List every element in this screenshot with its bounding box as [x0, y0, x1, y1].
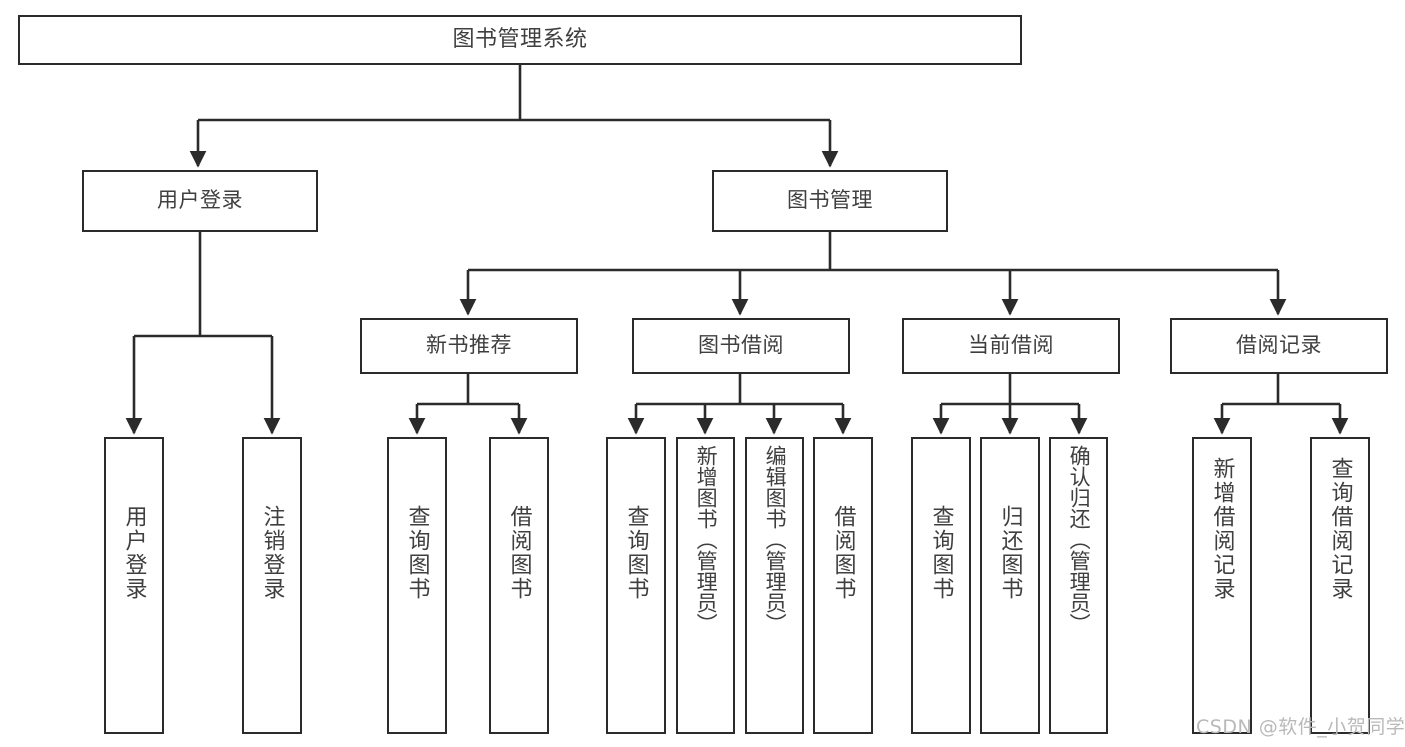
node-leaf-user-login-label: 用户登录: [121, 505, 147, 601]
node-leaf-return-book-label: 归还图书: [997, 505, 1023, 601]
node-leaf-return-book[interactable]: 归还图书: [980, 437, 1040, 734]
node-leaf-query-book-1[interactable]: 查询图书: [387, 437, 447, 734]
node-book-management-label: 图书管理: [787, 188, 873, 213]
node-leaf-query-borrow-record-label: 查询借阅记录: [1327, 457, 1353, 601]
node-leaf-user-login[interactable]: 用户登录: [104, 437, 164, 734]
node-current-borrow[interactable]: 当前借阅: [902, 318, 1120, 374]
node-leaf-query-book-3-label: 查询图书: [928, 505, 954, 601]
node-leaf-borrow-book-1[interactable]: 借阅图书: [489, 437, 549, 734]
node-leaf-query-borrow-record[interactable]: 查询借阅记录: [1310, 437, 1370, 734]
node-leaf-query-book-1-label: 查询图书: [404, 505, 430, 601]
node-leaf-edit-book-label: 编辑图书（管理员）: [763, 445, 788, 634]
node-borrow-record[interactable]: 借阅记录: [1170, 318, 1388, 374]
node-book-management[interactable]: 图书管理: [712, 170, 948, 232]
node-book-borrow-label: 图书借阅: [698, 333, 784, 358]
node-leaf-logout-login-label: 注销登录: [259, 505, 285, 601]
node-borrow-record-label: 借阅记录: [1236, 333, 1322, 358]
node-user-login-label: 用户登录: [157, 188, 243, 213]
csdn-watermark: CSDN @软件_小贺同学: [1196, 716, 1405, 738]
node-user-login[interactable]: 用户登录: [82, 170, 318, 232]
node-leaf-add-borrow-record[interactable]: 新增借阅记录: [1192, 437, 1252, 734]
node-leaf-edit-book[interactable]: 编辑图书（管理员）: [745, 437, 804, 734]
node-leaf-add-borrow-record-label: 新增借阅记录: [1209, 457, 1235, 601]
node-leaf-add-book-label: 新增图书（管理员）: [694, 445, 719, 634]
node-book-borrow[interactable]: 图书借阅: [632, 318, 850, 374]
node-leaf-borrow-book-1-label: 借阅图书: [506, 505, 532, 601]
node-leaf-logout-login[interactable]: 注销登录: [242, 437, 302, 734]
node-leaf-borrow-book-2-label: 借阅图书: [830, 505, 856, 601]
node-current-borrow-label: 当前借阅: [968, 333, 1054, 358]
node-new-book-recommend-label: 新书推荐: [426, 333, 512, 358]
node-leaf-borrow-book-2[interactable]: 借阅图书: [813, 437, 873, 734]
node-leaf-confirm-return[interactable]: 确认归还（管理员）: [1049, 437, 1108, 734]
node-root[interactable]: 图书管理系统: [18, 15, 1022, 65]
node-root-label: 图书管理系统: [452, 26, 588, 52]
node-leaf-query-book-3[interactable]: 查询图书: [911, 437, 971, 734]
node-new-book-recommend[interactable]: 新书推荐: [360, 318, 578, 374]
node-leaf-query-book-2[interactable]: 查询图书: [606, 437, 666, 734]
node-leaf-add-book[interactable]: 新增图书（管理员）: [676, 437, 735, 734]
node-leaf-query-book-2-label: 查询图书: [623, 505, 649, 601]
node-leaf-confirm-return-label: 确认归还（管理员）: [1067, 445, 1092, 634]
